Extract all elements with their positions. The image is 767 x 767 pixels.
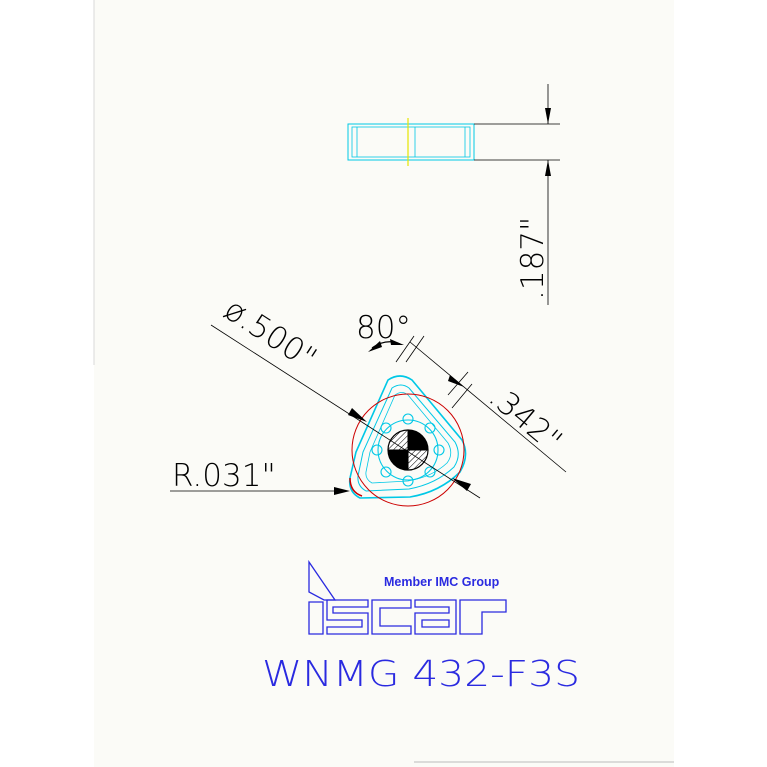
angle-extension-2 bbox=[405, 335, 425, 363]
insert-inner-outline bbox=[365, 392, 452, 484]
diameter-leader-line bbox=[210, 324, 481, 499]
hole-hatch-upper-left bbox=[388, 430, 408, 450]
edge-length-dimension-line bbox=[409, 341, 567, 473]
insert-chipbreaker-outline bbox=[357, 384, 459, 492]
angle-dimension-label: 80° bbox=[356, 310, 411, 346]
drawing-sheet bbox=[94, 0, 674, 767]
corner-radius-dimension: R.031" bbox=[170, 458, 350, 495]
diameter-arrow-upper bbox=[348, 408, 367, 422]
hole-fill-upper-right bbox=[408, 430, 428, 450]
angle-dimension: 80° bbox=[356, 310, 425, 363]
angle-extension-1 bbox=[395, 335, 415, 363]
side-view-outline bbox=[347, 123, 475, 161]
logo-tagline: Member IMC Group bbox=[384, 575, 500, 589]
side-view-inner-outline bbox=[351, 126, 471, 158]
edge-length-arrow bbox=[448, 375, 464, 387]
inscribed-circle bbox=[351, 393, 465, 507]
hole-fill-lower-left bbox=[388, 450, 408, 470]
thickness-dimension-label: .187" bbox=[515, 217, 551, 300]
angle-arrow-left bbox=[368, 341, 382, 352]
diameter-arrow-lower bbox=[452, 478, 471, 491]
edge-length-tick-2 bbox=[451, 383, 473, 409]
side-view: .187" bbox=[347, 84, 560, 305]
chipbreaker-ring bbox=[371, 413, 445, 487]
angle-arrow-right bbox=[390, 339, 404, 345]
corner-radius-arrow bbox=[334, 487, 350, 495]
thickness-arrow-top bbox=[545, 108, 551, 124]
iscar-logo: Member IMC Group bbox=[308, 559, 507, 635]
part-number-label: WNMG 432-F3S bbox=[262, 654, 580, 695]
corner-radius-arc bbox=[349, 477, 363, 497]
corner-radius-label: R.031" bbox=[172, 458, 276, 494]
thickness-arrow-bottom bbox=[545, 160, 551, 176]
logo-wordmark-graphic bbox=[308, 559, 507, 635]
